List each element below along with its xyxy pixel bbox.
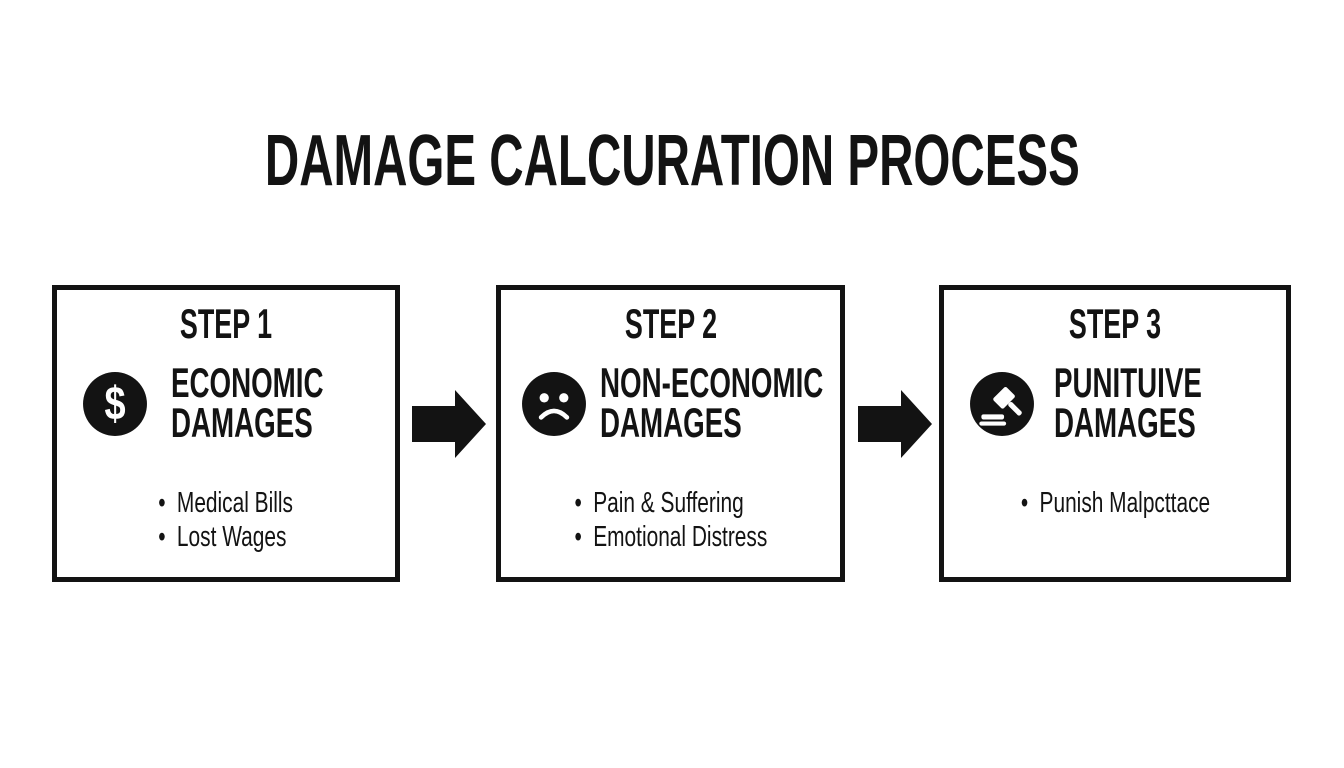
step-3-label: STEP 3 [1068, 300, 1162, 347]
step-3-heading-line-2: DAMAGES [1054, 399, 1196, 446]
step-2-bullets: Pain & Suffering Emotional Distress [501, 486, 840, 554]
step-3-heading: PUNITUIVE DAMAGES [1054, 359, 1278, 446]
sad-face-icon [521, 371, 587, 437]
step-1-heading: ECONOMIC DAMAGES [171, 359, 402, 446]
page-title-wrap: DAMAGE CALCURATION PROCESS [0, 121, 1344, 201]
step-2-heading-line-2: DAMAGES [600, 399, 742, 446]
arrow-right-icon [412, 390, 486, 458]
step-1-bullets: Medical Bills Lost Wages [57, 486, 395, 554]
bullet-punish-malpractice: Punish Malpcttace [1020, 486, 1209, 520]
step-box-economic-damages: STEP 1 $ ECONOMIC DAMAGES Medical Bills … [52, 285, 400, 582]
arrow-right-icon [858, 390, 932, 458]
bullet-emotional-distress: Emotional Distress [574, 520, 767, 554]
bullet-lost-wages: Lost Wages [159, 520, 294, 554]
step-3-label-wrap: STEP 3 [944, 302, 1286, 346]
bullet-medical-bills: Medical Bills [159, 486, 294, 520]
dollar-icon: $ [82, 371, 148, 437]
step-2-label: STEP 2 [624, 300, 717, 347]
step-1-heading-line-1: ECONOMIC [171, 359, 324, 406]
step-3-bullets: Punish Malpcttace [944, 486, 1286, 520]
gavel-icon [969, 371, 1035, 437]
step-1-label: STEP 1 [179, 300, 273, 347]
step-1-heading-line-2: DAMAGES [171, 399, 313, 446]
step-box-non-economic-damages: STEP 2 NON-ECONOMIC DAMAGES Pain & Suffe… [496, 285, 845, 582]
step-2-heading: NON-ECONOMIC DAMAGES [600, 359, 938, 446]
step-2-label-wrap: STEP 2 [501, 302, 840, 346]
page-title: DAMAGE CALCURATION PROCESS [264, 121, 1080, 201]
bullet-pain-suffering: Pain & Suffering [574, 486, 767, 520]
step-2-heading-line-1: NON-ECONOMIC [600, 359, 824, 406]
step-3-heading-line-1: PUNITUIVE [1054, 359, 1202, 406]
step-box-punitive-damages: STEP 3 PUNITUIVE DAMAGES Punish [939, 285, 1291, 582]
dollar-glyph: $ [104, 378, 125, 431]
step-1-label-wrap: STEP 1 [57, 302, 395, 346]
